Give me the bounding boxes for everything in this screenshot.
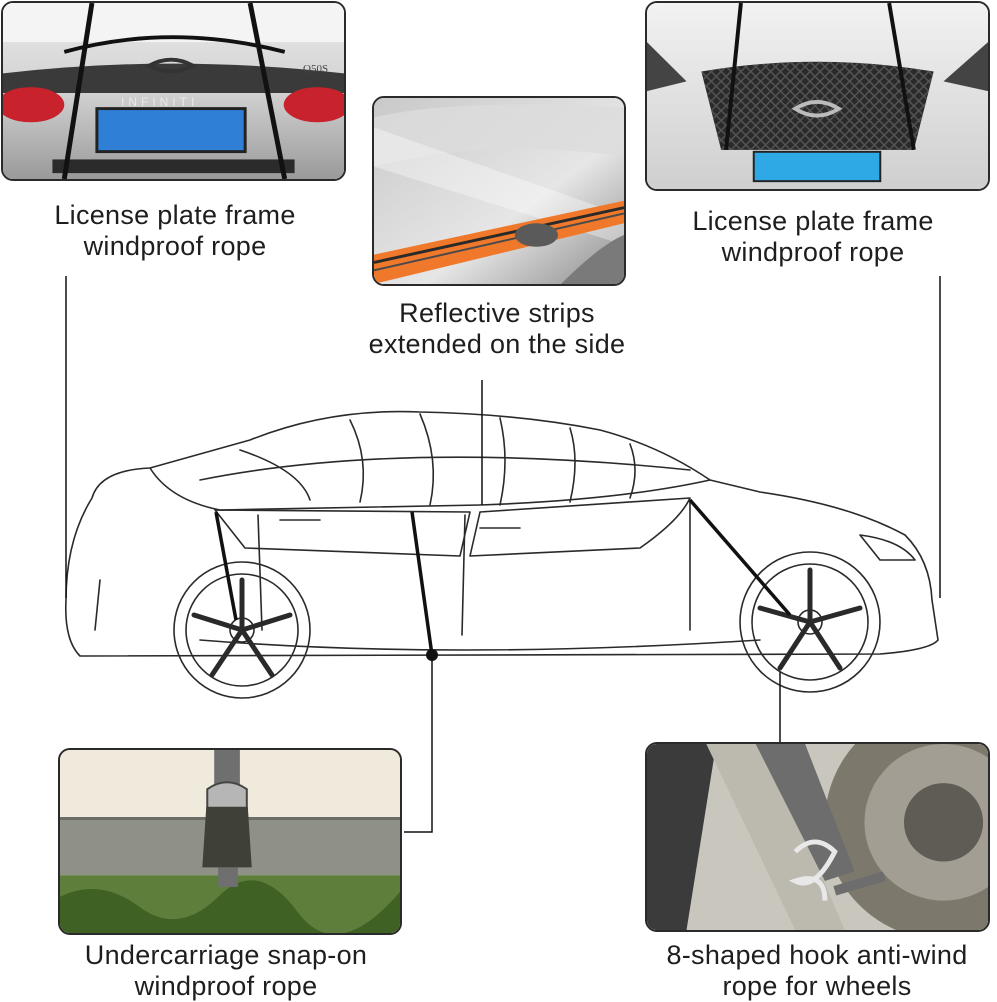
brand-lettering: INFINITI bbox=[121, 95, 199, 109]
front-plate-caption: License plate frame windproof rope bbox=[658, 206, 968, 268]
rear-plate-caption: License plate frame windproof rope bbox=[20, 200, 330, 262]
wheel-hook-caption-line1: 8-shaped hook anti-wind bbox=[666, 940, 968, 970]
front-plate-photo bbox=[645, 1, 990, 191]
wheel-hook-photo bbox=[645, 742, 990, 932]
side-strips-caption-line2: extended on the side bbox=[368, 329, 626, 359]
rear-plate-caption-line1: License plate frame bbox=[54, 200, 296, 230]
undercarriage-caption-line2: windproof rope bbox=[134, 971, 318, 1001]
rear-plate-caption-line2: windproof rope bbox=[83, 231, 267, 261]
undercarriage-buckle-photo bbox=[58, 748, 402, 935]
reflective-strip-photo bbox=[372, 96, 626, 286]
undercarriage-caption: Undercarriage snap-on windproof rope bbox=[46, 940, 406, 1002]
front-plate-caption-line2: windproof rope bbox=[721, 237, 905, 267]
undercarriage-caption-line1: Undercarriage snap-on bbox=[84, 940, 368, 970]
wheel-hook-caption-line2: rope for wheels bbox=[722, 971, 912, 1001]
front-plate-caption-line1: License plate frame bbox=[692, 206, 934, 236]
model-lettering: Q50S bbox=[303, 63, 329, 75]
side-strips-caption-line1: Reflective strips bbox=[399, 298, 595, 328]
rear-plate-photo: INFINITI Q50S bbox=[1, 1, 346, 181]
wheel-hook-caption: 8-shaped hook anti-wind rope for wheels bbox=[640, 940, 994, 1002]
side-strips-caption: Reflective strips extended on the side bbox=[330, 298, 664, 360]
